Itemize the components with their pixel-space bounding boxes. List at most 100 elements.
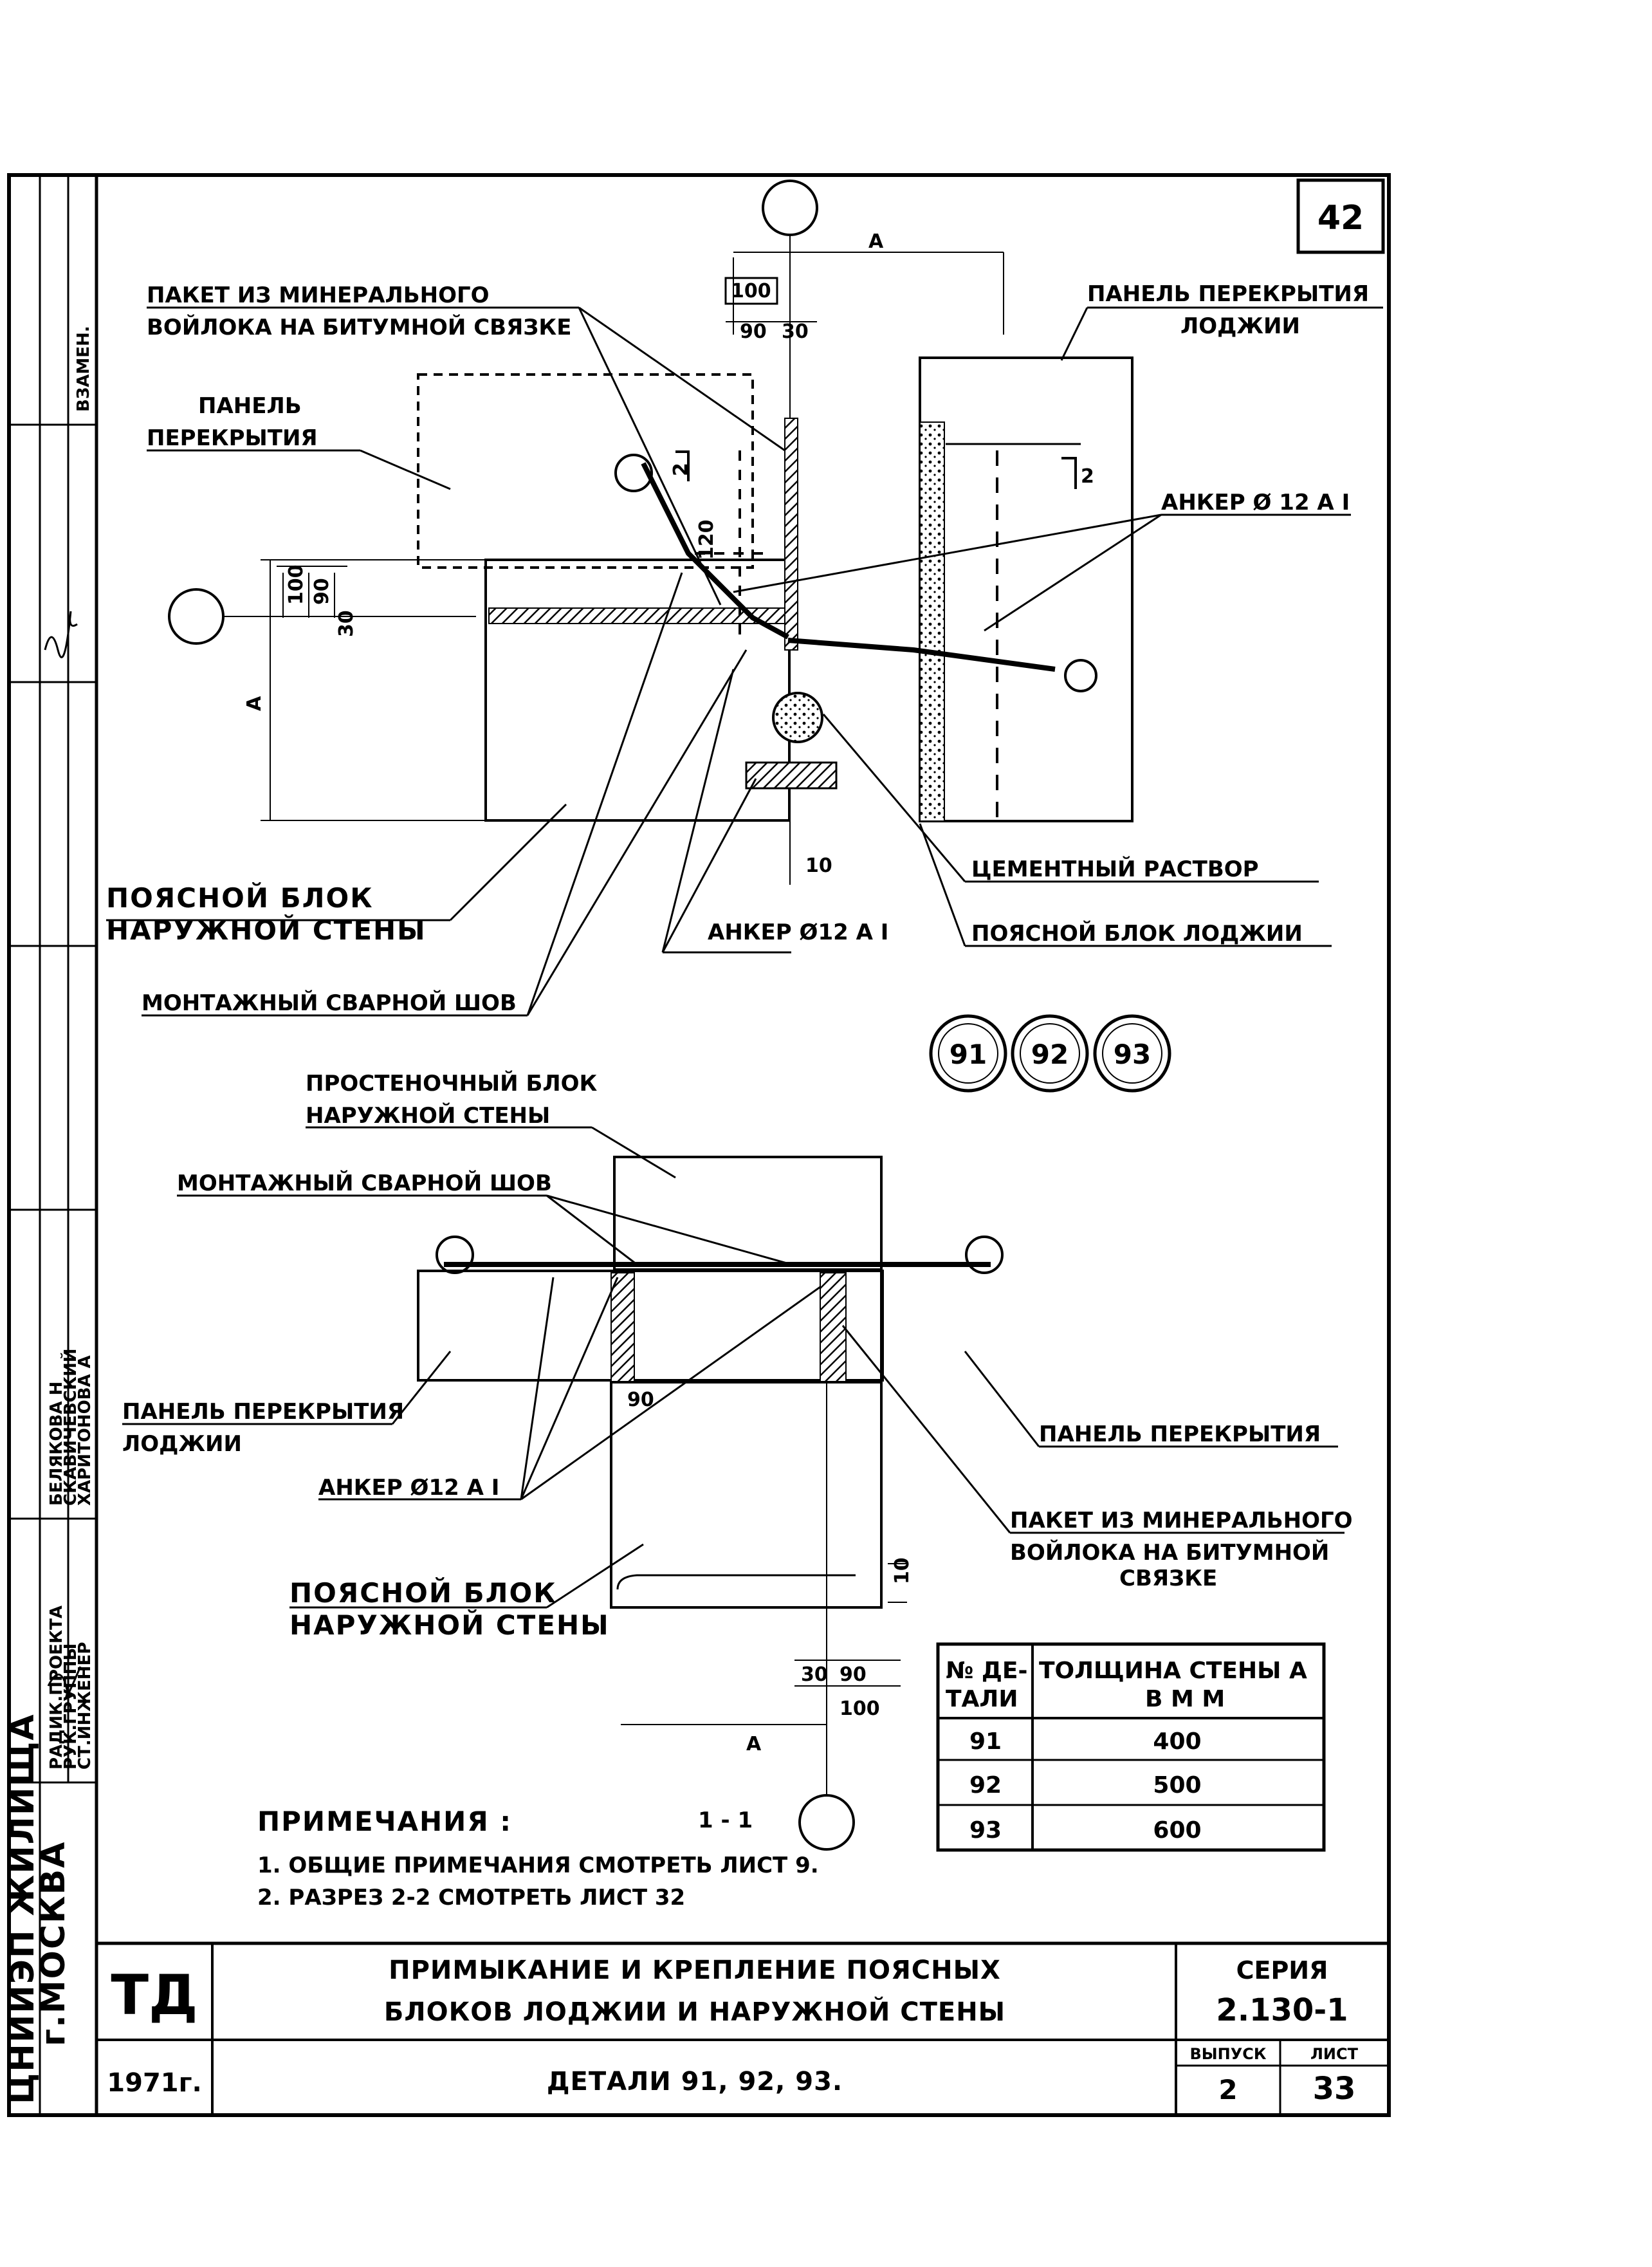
note-1: 1. ОБЩИЕ ПРИМЕЧАНИЯ СМОТРЕТЬ ЛИСТ 9. bbox=[257, 1853, 819, 1878]
top-detail-texts: А 100 90 30 А 100 90 30 120 10 2 2 ПАКЕТ… bbox=[106, 230, 1369, 1016]
issue-value: 2 bbox=[1218, 2074, 1237, 2105]
bottom-detail-texts: ПРОСТЕНОЧНЫЙ БЛОК НАРУЖНОЙ СТЕНЫ МОНТАЖН… bbox=[122, 1070, 1353, 1833]
label-belt-b2: НАРУЖНОЙ СТЕНЫ bbox=[289, 1609, 610, 1641]
label-loggia-panel-2: ЛОДЖИИ bbox=[1180, 313, 1300, 339]
dim-100: 100 bbox=[731, 280, 771, 302]
label-loggia-panel-b2: ЛОДЖИИ bbox=[122, 1431, 242, 1457]
title-line-1: ПРИМЫКАНИЕ И КРЕПЛЕНИЕ ПОЯСНЫХ bbox=[389, 1956, 1001, 1985]
label-mineral-pack-2: ВОЙЛОКА НА БИТУМНОЙ СВЯЗКЕ bbox=[147, 314, 571, 340]
badge-93-circle bbox=[1093, 1014, 1171, 1093]
subtitle: ДЕТАЛИ 91, 92, 93. bbox=[547, 2067, 843, 2096]
dim-b10: 10 bbox=[891, 1557, 913, 1584]
label-weld-bottom: МОНТАЖНЫЙ СВАРНОЙ ШОВ bbox=[177, 1170, 552, 1196]
staff-role-3: СТ.ИНЖЕНЕР bbox=[75, 1642, 95, 1770]
table-row3-thickness: 600 bbox=[1153, 1817, 1201, 1844]
top-detail bbox=[168, 180, 1133, 885]
label-anchor-right: АНКЕР Ø 12 А I bbox=[1161, 490, 1350, 515]
dim-30-left: 30 bbox=[335, 610, 358, 637]
sheet-value: 33 bbox=[1313, 2071, 1356, 2107]
detail-badges: 91 92 93 bbox=[929, 1014, 1171, 1093]
label-mineral-b3: СВЯЗКЕ bbox=[1119, 1566, 1217, 1591]
dim-a-left: А bbox=[243, 696, 266, 711]
dim-a-top: А bbox=[868, 230, 884, 253]
label-mineral-pack-1: ПАКЕТ ИЗ МИНЕРАЛЬНОГО bbox=[147, 282, 490, 308]
label-loggia-belt: ПОЯСНОЙ БЛОК ЛОДЖИИ bbox=[971, 920, 1303, 947]
notes: ПРИМЕЧАНИЯ : 1. ОБЩИЕ ПРИМЕЧАНИЯ СМОТРЕТ… bbox=[257, 1806, 819, 1911]
dim-b100: 100 bbox=[840, 1698, 880, 1720]
series-label: СЕРИЯ bbox=[1236, 1956, 1328, 1985]
table-row2-detail: 92 bbox=[969, 1772, 1002, 1799]
table-row1-thickness: 400 bbox=[1153, 1728, 1201, 1755]
badge-91-circle bbox=[929, 1014, 1007, 1093]
dim-b-a: А bbox=[746, 1733, 762, 1755]
label-panel-1: ПАНЕЛЬ bbox=[198, 393, 302, 419]
sheet-frame bbox=[7, 173, 1391, 2117]
staff-name-1: БЕЛЯКОВА Н bbox=[47, 1382, 66, 1506]
year-label: 1971г. bbox=[107, 2068, 201, 2098]
label-anchor-bottom: АНКЕР Ø12 А I bbox=[708, 920, 888, 945]
bottom-detail-leaders bbox=[122, 1126, 1345, 1609]
dim-100-left: 100 bbox=[285, 564, 307, 605]
label-mineral-b2: ВОЙЛОКА НА БИТУМНОЙ bbox=[1010, 1539, 1329, 1566]
label-pier-block-1: ПРОСТЕНОЧНЫЙ БЛОК bbox=[306, 1070, 598, 1096]
staff-role-1: РАДИК.ПРОЕКТА bbox=[47, 1605, 66, 1770]
cut-mark-2: 2 bbox=[1081, 465, 1094, 488]
dim-10: 10 bbox=[805, 855, 832, 877]
zamen-label: ВЗАМЕН. bbox=[74, 326, 93, 412]
label-panel-2: ПЕРЕКРЫТИЯ bbox=[147, 425, 318, 451]
label-pier-block-2: НАРУЖНОЙ СТЕНЫ bbox=[306, 1102, 550, 1129]
org-name: ЦНИИЭП ЖИЛИЩА bbox=[3, 1713, 42, 2104]
axis-circle-top bbox=[762, 180, 818, 236]
dim-90: 90 bbox=[740, 320, 767, 343]
table-row1-detail: 91 bbox=[969, 1728, 1002, 1755]
td-label: ТД bbox=[111, 1963, 197, 2028]
badge-92: 92 bbox=[1031, 1039, 1069, 1070]
title-line-2: БЛОКОВ ЛОДЖИИ И НАРУЖНОЙ СТЕНЫ bbox=[384, 1996, 1005, 2027]
title-block: ТД 1971г. ПРИМЫКАНИЕ И КРЕПЛЕНИЕ ПОЯСНЫХ… bbox=[96, 1941, 1389, 2115]
table-h1-line2: ТАЛИ bbox=[946, 1686, 1018, 1712]
notes-heading: ПРИМЕЧАНИЯ : bbox=[257, 1806, 512, 1837]
axis-circle-left bbox=[168, 588, 225, 645]
dim-2: 2 bbox=[670, 463, 692, 476]
label-cement: ЦЕМЕНТНЫЙ РАСТВОР bbox=[971, 856, 1259, 882]
badge-91: 91 bbox=[950, 1039, 987, 1070]
dim-90-left: 90 bbox=[311, 578, 333, 605]
label-belt-b1: ПОЯСНОЙ БЛОК bbox=[289, 1577, 557, 1609]
label-mineral-b1: ПАКЕТ ИЗ МИНЕРАЛЬНОГО bbox=[1010, 1508, 1353, 1533]
dim-120: 120 bbox=[695, 519, 718, 560]
signature-2 bbox=[47, 1666, 82, 1699]
label-loggia-panel-b1: ПАНЕЛЬ ПЕРЕКРЫТИЯ bbox=[122, 1399, 404, 1425]
dim-30: 30 bbox=[782, 320, 809, 343]
badge-93: 93 bbox=[1114, 1039, 1151, 1070]
bottom-detail bbox=[417, 1156, 1004, 1851]
label-panel-right: ПАНЕЛЬ ПЕРЕКРЫТИЯ bbox=[1039, 1421, 1321, 1447]
staff-name-2: СКАВИЧЕВСКИЙ bbox=[60, 1349, 80, 1506]
label-belt-block-2: НАРУЖНОЙ СТЕНЫ bbox=[106, 914, 427, 946]
table-row2-thickness: 500 bbox=[1153, 1772, 1201, 1799]
label-belt-block-1: ПОЯСНОЙ БЛОК bbox=[106, 882, 374, 914]
top-detail-leaders bbox=[106, 306, 1383, 1017]
label-loggia-panel-1: ПАНЕЛЬ ПЕРЕКРЫТИЯ bbox=[1087, 281, 1369, 307]
issue-label: ВЫПУСК bbox=[1190, 2045, 1267, 2063]
table-row3-detail: 93 bbox=[969, 1817, 1002, 1844]
dim-b30: 30 bbox=[801, 1663, 828, 1686]
sheet-number-box: 42 bbox=[1296, 178, 1385, 254]
signature-1 bbox=[44, 611, 78, 658]
thickness-table: № ДЕ- ТАЛИ ТОЛЩИНА СТЕНЫ А В М М 91 400 … bbox=[936, 1642, 1326, 1852]
note-2: 2. РАЗРЕЗ 2-2 СМОТРЕТЬ ЛИСТ 32 bbox=[257, 1885, 685, 1911]
staff-name-3: ХАРИТОНОВА А bbox=[75, 1355, 95, 1506]
left-stamp: ВЗАМЕН. РАДИК.ПРОЕКТА БЕЛЯКОВА Н РУК.ГРУ… bbox=[3, 326, 95, 2104]
table-h2-line2: В М М bbox=[1145, 1686, 1225, 1712]
label-anchor-b: АНКЕР Ø12 А I bbox=[318, 1475, 499, 1501]
staff-role-2: РУК.ГРУППЫ bbox=[61, 1643, 80, 1770]
section-mark: 1 - 1 bbox=[698, 1808, 753, 1833]
series-value: 2.130-1 bbox=[1216, 1992, 1348, 2028]
org-city: г.МОСКВА bbox=[34, 1841, 73, 2046]
dim-b90b: 90 bbox=[840, 1663, 867, 1686]
sheet-label: ЛИСТ bbox=[1310, 2045, 1359, 2063]
table-h2-line1: ТОЛЩИНА СТЕНЫ А bbox=[1039, 1658, 1307, 1684]
label-weld: МОНТАЖНЫЙ СВАРНОЙ ШОВ bbox=[142, 990, 517, 1016]
axis-circle-bottom bbox=[798, 1794, 855, 1851]
table-h1-line1: № ДЕ- bbox=[946, 1658, 1027, 1684]
